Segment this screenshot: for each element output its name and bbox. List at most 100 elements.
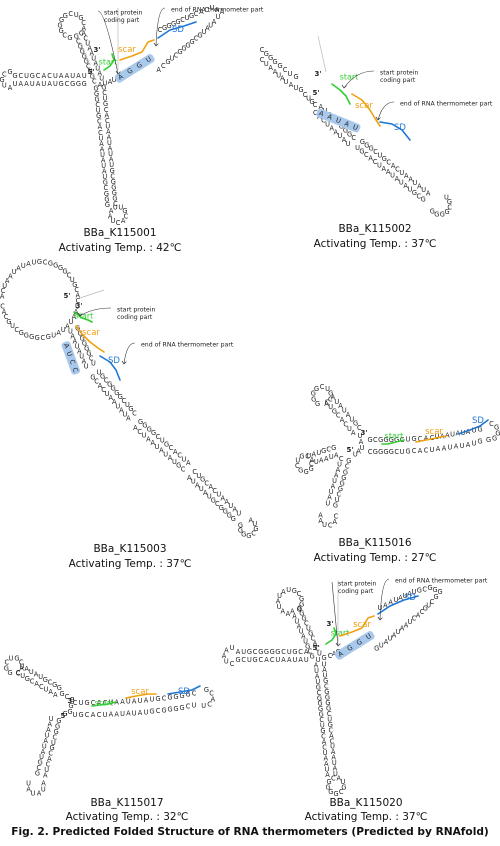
svg-text:U: U xyxy=(413,179,418,187)
svg-text:G: G xyxy=(185,41,190,49)
svg-text:G: G xyxy=(235,656,240,664)
svg-text:U: U xyxy=(172,458,177,466)
svg-text:A: A xyxy=(0,293,5,301)
svg-text:G: G xyxy=(84,699,89,707)
svg-text:U: U xyxy=(10,322,15,330)
svg-text:C: C xyxy=(368,448,373,456)
k115001-start-callout-arrow xyxy=(115,70,121,75)
svg-text:A: A xyxy=(327,494,332,502)
k115002-highlight-bg xyxy=(316,108,361,133)
svg-text:C: C xyxy=(489,420,494,428)
k115017-three-prime: 3' xyxy=(67,697,74,705)
k115020-start-callout-text-0: start protein xyxy=(338,581,376,588)
svg-text:G: G xyxy=(321,447,326,455)
svg-text:U: U xyxy=(75,303,80,311)
svg-text:A: A xyxy=(121,217,126,225)
svg-text:C: C xyxy=(329,726,334,734)
svg-text:G: G xyxy=(308,629,313,637)
svg-text:U: U xyxy=(170,55,175,63)
svg-text:U: U xyxy=(74,11,79,19)
k115002-start-callout-text-1: coding part xyxy=(380,77,416,84)
svg-text:G: G xyxy=(43,676,48,684)
svg-text:A: A xyxy=(368,154,373,162)
svg-text:U: U xyxy=(39,753,44,761)
svg-text:U: U xyxy=(95,65,100,73)
svg-text:A: A xyxy=(199,8,204,16)
svg-text:U: U xyxy=(120,710,125,718)
panel-name-k115003: BBa_K115003 xyxy=(93,543,167,555)
svg-text:C: C xyxy=(40,334,45,342)
svg-text:G: G xyxy=(165,58,170,66)
svg-text:U: U xyxy=(53,80,58,88)
svg-text:U: U xyxy=(284,78,289,86)
svg-text:A: A xyxy=(24,665,29,673)
svg-text:C: C xyxy=(313,101,318,109)
svg-text:A: A xyxy=(211,695,216,703)
svg-text:A: A xyxy=(97,699,102,707)
svg-text:A: A xyxy=(388,599,393,607)
svg-text:A: A xyxy=(318,103,323,111)
svg-text:A: A xyxy=(404,621,409,629)
svg-text:C: C xyxy=(113,200,118,208)
svg-text:U: U xyxy=(107,139,112,147)
k115002-start-callout-arrow xyxy=(341,84,347,89)
svg-text:G: G xyxy=(373,448,378,456)
svg-text:G: G xyxy=(78,14,83,22)
svg-text:A: A xyxy=(43,772,48,780)
svg-text:U: U xyxy=(51,331,56,339)
svg-text:U: U xyxy=(390,172,395,180)
svg-text:U: U xyxy=(247,656,252,664)
svg-text:G: G xyxy=(166,22,171,30)
svg-text:G: G xyxy=(162,24,167,32)
svg-text:G: G xyxy=(223,508,228,516)
svg-text:U: U xyxy=(314,458,319,466)
svg-text:A: A xyxy=(76,72,81,80)
svg-text:A: A xyxy=(324,400,329,408)
svg-text:G: G xyxy=(433,593,438,601)
svg-text:G: G xyxy=(38,759,43,767)
svg-text:U: U xyxy=(412,588,417,596)
svg-text:A: A xyxy=(108,145,113,153)
svg-text:G: G xyxy=(52,681,57,689)
svg-text:A: A xyxy=(109,207,114,215)
svg-text:A: A xyxy=(424,434,429,442)
svg-text:G: G xyxy=(93,84,98,92)
svg-text:C: C xyxy=(303,91,308,99)
svg-text:U: U xyxy=(102,173,107,181)
svg-text:G: G xyxy=(100,372,105,380)
svg-text:G: G xyxy=(56,717,61,725)
svg-text:A: A xyxy=(318,517,323,525)
svg-text:G: G xyxy=(412,189,417,197)
svg-text:G: G xyxy=(353,420,358,428)
svg-text:C: C xyxy=(447,203,452,211)
svg-text:U: U xyxy=(115,402,120,410)
svg-text:G: G xyxy=(378,448,383,456)
k115001-end-callout-line xyxy=(155,7,166,47)
svg-text:G: G xyxy=(59,27,64,35)
svg-text:A: A xyxy=(19,80,24,88)
svg-text:A: A xyxy=(404,172,409,180)
svg-text:U: U xyxy=(208,21,213,29)
svg-text:C: C xyxy=(65,693,70,701)
svg-text:U: U xyxy=(163,450,168,458)
svg-text:U: U xyxy=(75,343,80,351)
svg-text:G: G xyxy=(105,201,110,209)
svg-text:A: A xyxy=(333,518,338,526)
svg-text:U: U xyxy=(358,432,363,440)
k115020-highlight-bg xyxy=(334,631,375,660)
svg-text:C: C xyxy=(103,699,108,707)
k115017-start-label: start xyxy=(95,699,114,708)
svg-text:G: G xyxy=(179,692,184,700)
svg-text:U: U xyxy=(299,628,304,636)
svg-text:A: A xyxy=(436,445,441,453)
svg-text:A: A xyxy=(98,81,103,89)
svg-text:G: G xyxy=(111,178,116,186)
svg-text:U: U xyxy=(20,663,25,671)
svg-text:A: A xyxy=(77,348,82,356)
svg-text:G: G xyxy=(155,695,160,703)
panel-temp-k115020: Activating Temp. : 37℃ xyxy=(304,811,428,823)
k115020-highlight-base-2: G xyxy=(355,638,364,648)
svg-text:U: U xyxy=(277,592,282,600)
svg-text:G: G xyxy=(264,50,269,58)
